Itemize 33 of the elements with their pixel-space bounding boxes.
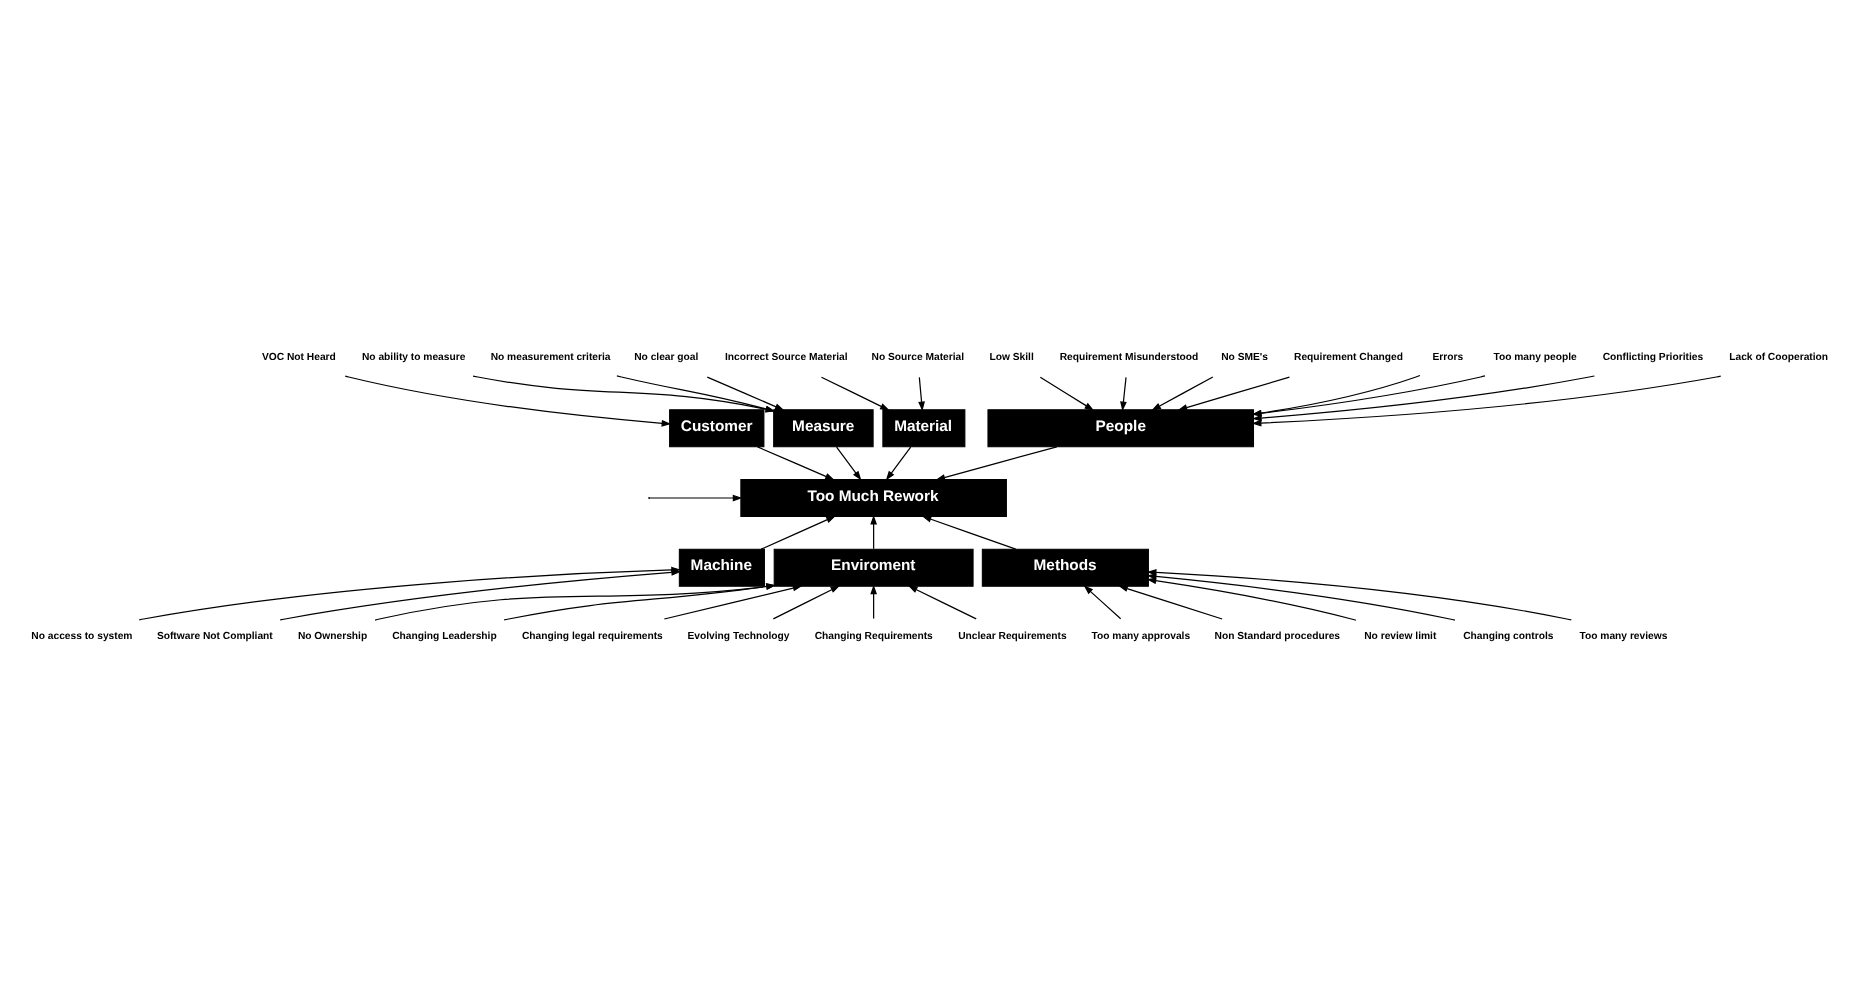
arrow xyxy=(1118,584,1223,619)
arrow xyxy=(1251,374,1486,416)
arrow xyxy=(663,583,803,619)
arrow xyxy=(772,584,841,619)
arrow xyxy=(374,582,776,620)
arrow xyxy=(344,374,672,426)
arrow xyxy=(1146,576,1357,620)
arrow xyxy=(648,493,743,501)
arrow xyxy=(472,374,776,412)
arrow xyxy=(706,375,785,410)
arrow xyxy=(870,583,877,619)
arrow xyxy=(616,374,776,412)
arrow xyxy=(1146,568,1572,620)
arrow xyxy=(935,445,1058,480)
arrow xyxy=(918,375,925,411)
arrow xyxy=(1251,374,1722,426)
arrow xyxy=(1120,375,1127,411)
arrow xyxy=(1083,584,1122,619)
arrow xyxy=(1039,375,1095,410)
arrow xyxy=(503,582,776,620)
arrow xyxy=(1146,572,1456,620)
arrow xyxy=(885,445,912,480)
arrow xyxy=(1252,374,1596,421)
arrow xyxy=(1151,375,1214,410)
arrow xyxy=(820,375,890,410)
arrow xyxy=(1177,375,1291,410)
arrow xyxy=(756,445,835,480)
arrow xyxy=(921,515,1017,549)
arrow xyxy=(760,514,836,549)
arrow xyxy=(907,584,977,619)
arrow xyxy=(870,513,877,549)
arrow xyxy=(1251,373,1421,416)
arrow xyxy=(835,445,862,480)
